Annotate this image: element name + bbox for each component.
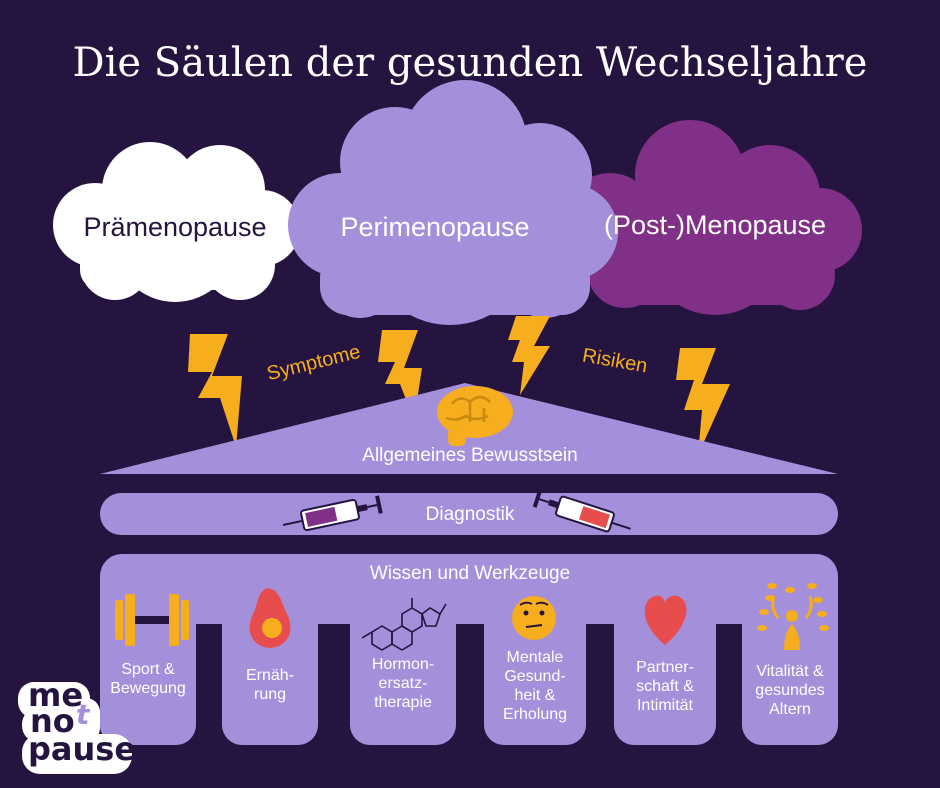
menotpause-logo: me no t pause	[18, 676, 136, 775]
avocado-icon	[249, 588, 291, 648]
pillar-label-hormone: Hormon-ersatz- therapie	[371, 656, 435, 711]
thinking-face-icon	[512, 596, 556, 640]
base-label: Wissen und Werkzeuge	[369, 563, 571, 584]
page-title: Die Säulen der gesunden Wechseljahre	[72, 40, 868, 86]
cloud-label-perimenopause: Perimenopause	[340, 212, 530, 242]
pillar-label-vitality: Vitalität &gesundes Altern	[755, 663, 825, 718]
cloud-label-pramenopause: Prämenopause	[83, 212, 267, 242]
beam-label: Diagnostik	[425, 504, 515, 525]
logo-background	[18, 682, 132, 774]
foundation	[100, 554, 838, 745]
vitality-tree-icon	[757, 583, 829, 650]
logo-text-t: t	[76, 698, 90, 731]
cloud-perimenopause	[288, 80, 618, 325]
syringe-icon	[282, 495, 383, 532]
logo-text-pause: pause	[28, 730, 137, 768]
pillar-label-partnership: Partner-schaft & Intimität	[636, 659, 694, 714]
heart-icon	[644, 595, 687, 645]
pillar-label-sport: Sport &Bewegung	[110, 661, 186, 697]
dumbbell-icon	[115, 594, 189, 646]
brain-icon	[437, 386, 513, 446]
lightning-icon	[188, 334, 242, 447]
cloud-pramenopause	[53, 142, 300, 302]
roof-label: Allgemeines Bewusstsein	[362, 445, 578, 466]
lightning-icon	[676, 348, 730, 455]
molecule-icon	[361, 598, 447, 651]
logo-text-no: no	[30, 702, 75, 740]
cloud-label-postmenopause: (Post-)Menopause	[603, 210, 827, 240]
logo-text-me: me	[28, 676, 84, 714]
lightning-icon	[508, 316, 550, 395]
syringe-icon	[532, 489, 631, 533]
pillar-label-nutrition: Ernäh-rung	[245, 667, 295, 703]
